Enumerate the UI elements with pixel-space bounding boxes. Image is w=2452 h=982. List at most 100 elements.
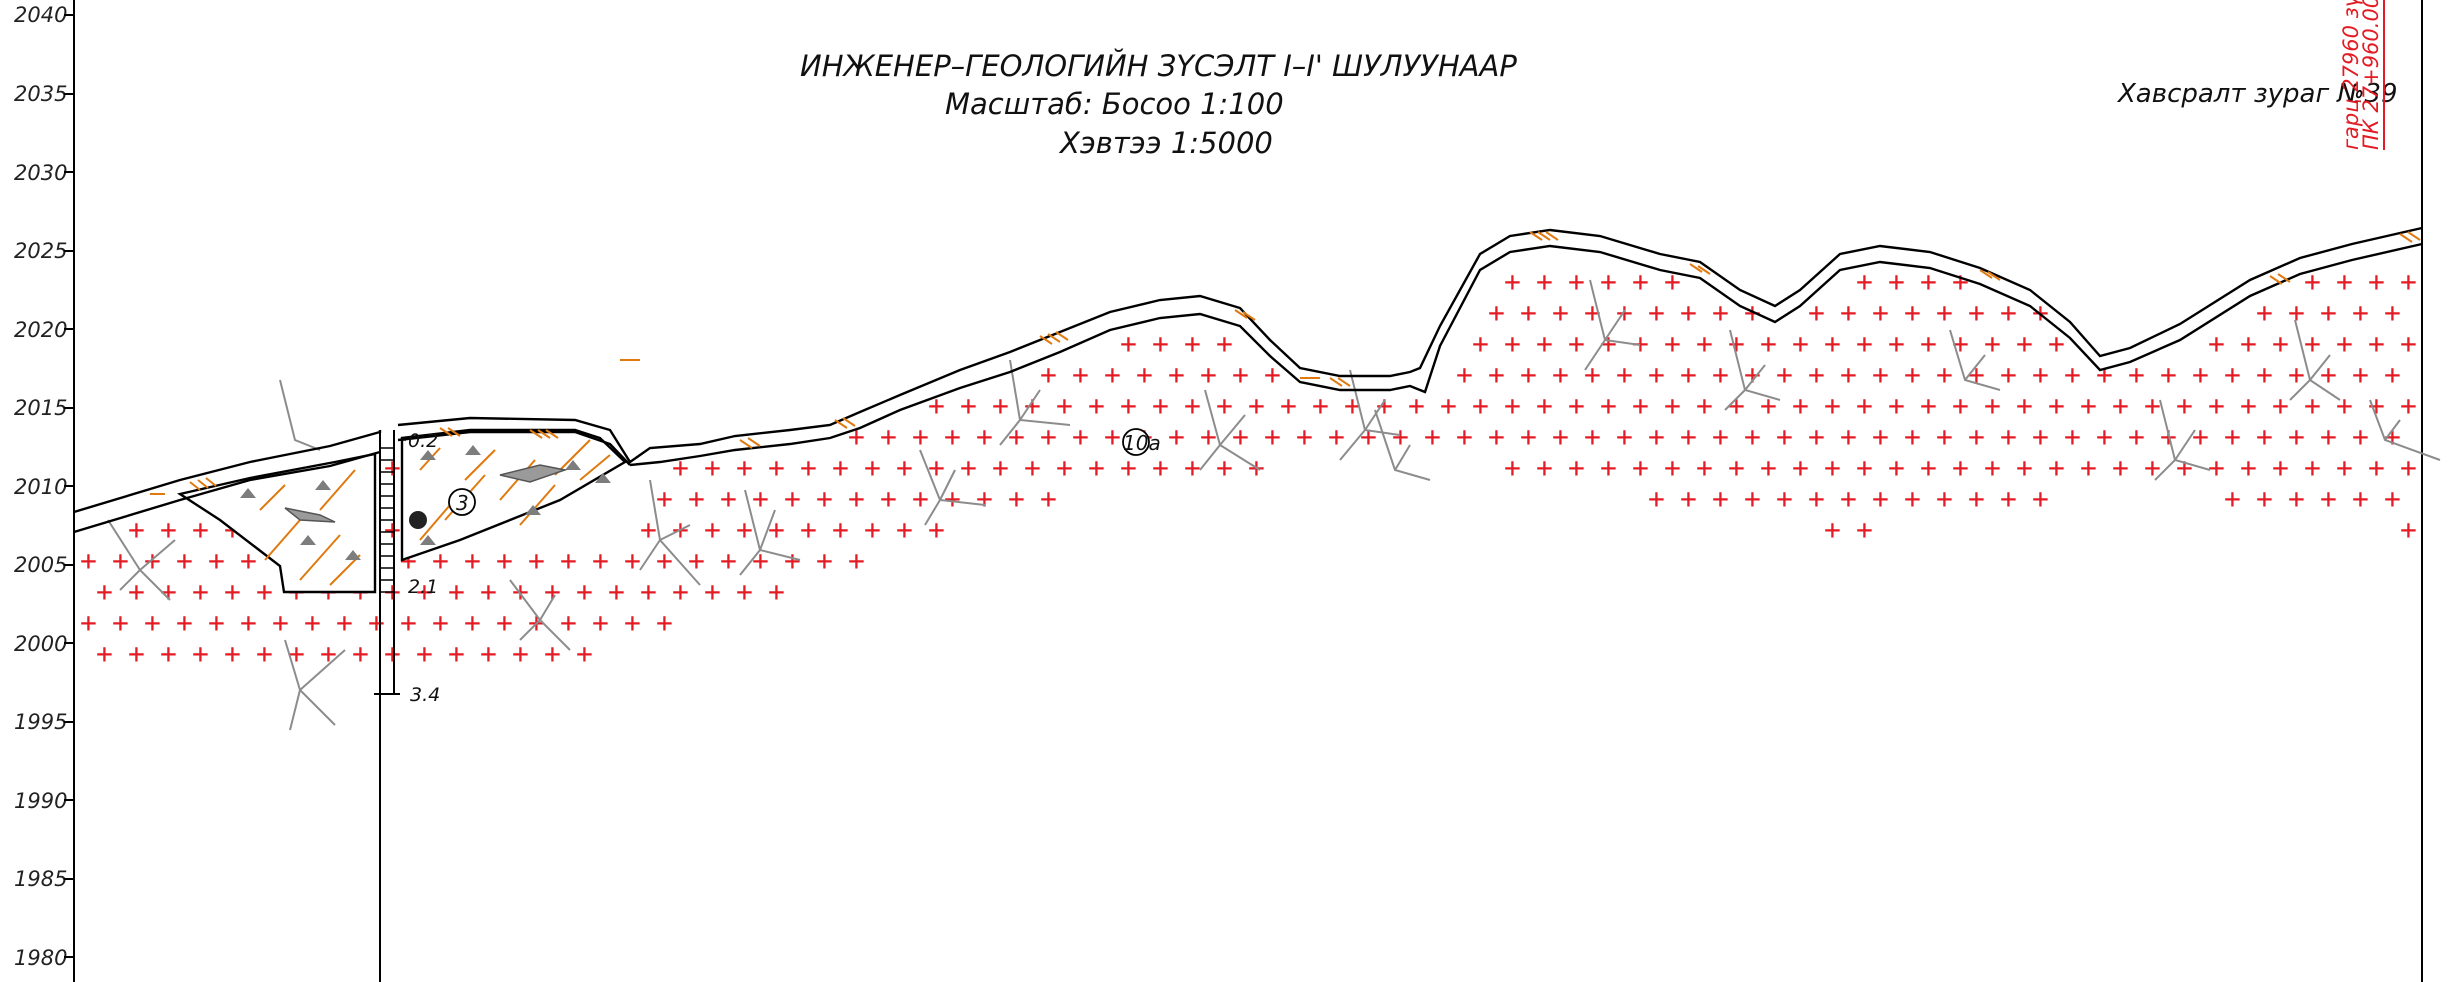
cross-symbol: +	[2080, 389, 2097, 422]
elevation-tick-label: 1990	[14, 789, 67, 813]
cross-symbol: +	[1824, 513, 1841, 546]
cross-symbol: +	[448, 637, 465, 670]
cross-symbol: +	[1872, 482, 1889, 515]
cross-symbol: +	[1680, 482, 1697, 515]
cross-symbol: +	[2272, 327, 2289, 360]
cross-symbol: +	[1504, 265, 1521, 298]
cross-symbol: +	[864, 451, 881, 484]
cross-symbol: +	[2288, 482, 2305, 515]
cross-symbol: +	[80, 544, 97, 577]
cross-symbol: +	[384, 637, 401, 670]
cross-symbol: +	[960, 451, 977, 484]
cross-symbol: +	[1568, 451, 1585, 484]
elevation-tick-label: 2025	[14, 239, 67, 263]
cross-symbol: +	[1152, 327, 1169, 360]
cross-symbol: +	[256, 637, 273, 670]
cross-symbol: +	[2000, 482, 2017, 515]
cross-symbol: +	[1104, 420, 1121, 453]
cross-symbol: +	[1040, 482, 1057, 515]
cross-symbol: +	[960, 389, 977, 422]
cross-symbol: +	[1184, 327, 1201, 360]
cross-symbol: +	[2048, 389, 2065, 422]
cross-symbol: +	[1760, 327, 1777, 360]
cross-symbol: +	[2048, 451, 2065, 484]
cross-symbol: +	[416, 575, 433, 608]
cross-symbol: +	[96, 637, 113, 670]
depth-label: 0.2	[408, 430, 438, 452]
surface-hatch-marks	[150, 231, 2421, 495]
cross-symbol: +	[160, 513, 177, 546]
cross-symbol: +	[1744, 482, 1761, 515]
cross-symbol: +	[2272, 389, 2289, 422]
cross-symbol: +	[1056, 451, 1073, 484]
cross-symbol: +	[832, 451, 849, 484]
cross-symbol: +	[1584, 420, 1601, 453]
cross-symbol: +	[2176, 451, 2193, 484]
cross-symbol: +	[1776, 420, 1793, 453]
cross-symbol: +	[2224, 482, 2241, 515]
cross-symbol: +	[1376, 389, 1393, 422]
cross-symbol: +	[1456, 420, 1473, 453]
elevation-tick-label: 2020	[14, 318, 67, 342]
cross-symbol: +	[912, 482, 929, 515]
elevation-tick-label: 1980	[14, 946, 67, 970]
cross-symbol: +	[2336, 451, 2353, 484]
cross-symbol: +	[1536, 327, 1553, 360]
cross-symbol: +	[1536, 389, 1553, 422]
cross-symbol: +	[1872, 358, 1889, 391]
cross-symbol: +	[2144, 389, 2161, 422]
cross-symbol: +	[944, 420, 961, 453]
side-note-text: гарц 27960 зүүн	[2339, 0, 2363, 150]
cross-symbol: +	[1840, 358, 1857, 391]
cross-symbol: +	[1904, 482, 1921, 515]
cross-symbol: +	[1216, 389, 1233, 422]
cross-symbol: +	[816, 544, 833, 577]
cross-symbol: +	[2368, 451, 2385, 484]
cross-symbol: +	[2240, 389, 2257, 422]
cross-symbol: +	[1872, 296, 1889, 329]
cross-symbol: +	[1488, 420, 1505, 453]
elevation-tick-label: 2035	[14, 82, 67, 106]
cross-symbol: +	[768, 575, 785, 608]
cross-symbol: +	[656, 482, 673, 515]
cross-symbol: +	[1856, 451, 1873, 484]
cross-symbol: +	[2016, 389, 2033, 422]
cross-symbol: +	[544, 637, 561, 670]
cross-symbol: +	[1104, 358, 1121, 391]
cross-symbol: +	[1712, 296, 1729, 329]
cross-symbol: +	[2256, 358, 2273, 391]
cross-symbol: +	[1920, 389, 1937, 422]
cross-symbol: +	[1808, 358, 1825, 391]
cross-symbol: +	[1232, 358, 1249, 391]
cross-symbol: +	[736, 575, 753, 608]
cross-symbol: +	[1904, 296, 1921, 329]
cross-symbol: +	[592, 544, 609, 577]
depth-label: 2.1	[408, 576, 438, 598]
cross-symbol: +	[544, 575, 561, 608]
cross-symbol: +	[1696, 389, 1713, 422]
cross-symbol: +	[448, 575, 465, 608]
cross-symbol: +	[2352, 482, 2369, 515]
fracture-pattern	[107, 279, 2441, 731]
cross-symbol: +	[1904, 358, 1921, 391]
cross-symbol: +	[2288, 358, 2305, 391]
cross-symbol: +	[2192, 420, 2209, 453]
elevation-axis-ticks	[64, 14, 74, 958]
cross-symbol: +	[1904, 420, 1921, 453]
cross-symbol: +	[1152, 451, 1169, 484]
cross-symbol: +	[160, 575, 177, 608]
cross-symbol: +	[2400, 265, 2417, 298]
elevation-tick-label: 1985	[14, 867, 67, 891]
cross-symbol: +	[1392, 420, 1409, 453]
cross-symbol: +	[2384, 482, 2401, 515]
cross-symbol: +	[944, 482, 961, 515]
cross-symbol: +	[2400, 389, 2417, 422]
cross-symbol: +	[2304, 451, 2321, 484]
cross-symbol: +	[2208, 327, 2225, 360]
cross-symbol: +	[336, 606, 353, 639]
cross-symbol: +	[528, 544, 545, 577]
cross-symbol: +	[1328, 420, 1345, 453]
cross-symbol: +	[160, 637, 177, 670]
cross-symbol: +	[1552, 358, 1569, 391]
